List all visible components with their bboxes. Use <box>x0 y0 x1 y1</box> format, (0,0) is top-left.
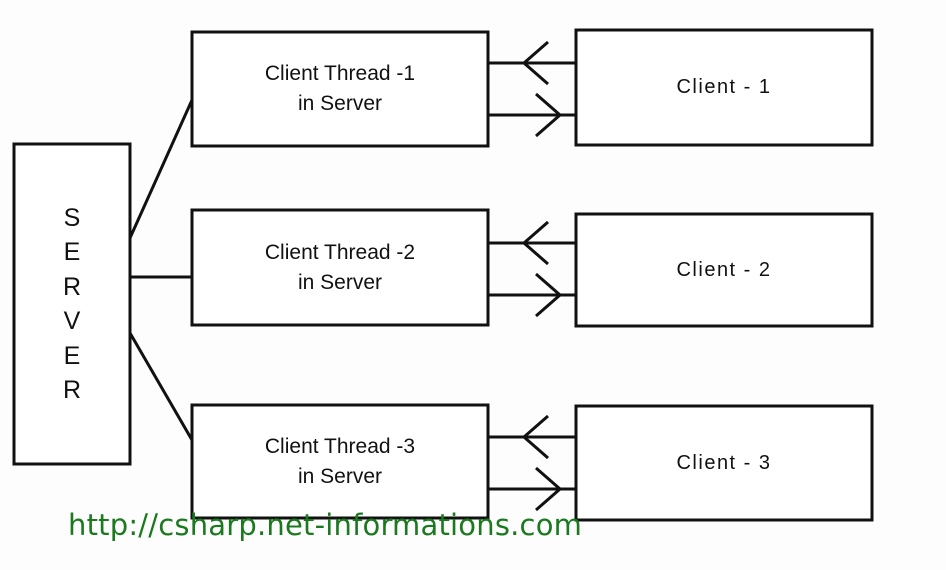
arrow-right-icon-2 <box>535 272 563 318</box>
client-box-3 <box>574 404 874 522</box>
server-box <box>12 142 132 466</box>
client-box-1 <box>574 28 874 147</box>
arrow-left-icon-1 <box>521 40 549 86</box>
client-box-2 <box>574 212 874 328</box>
server-letter-5: E <box>63 341 81 370</box>
arrow-right-icon-3 <box>535 466 563 512</box>
arrow-right-icon-1 <box>535 92 563 138</box>
client-thread-box-1 <box>190 30 490 148</box>
arrow-left-icon-2 <box>521 220 549 266</box>
server-letter-4: V <box>63 307 81 335</box>
arrow-left-icon-3 <box>521 414 549 460</box>
connector-server-thread-3 <box>128 332 194 441</box>
watermark-url: http://csharp.net-informations.com <box>68 508 583 542</box>
client-thread-box-2 <box>190 208 490 327</box>
server-box-label: S E R V E R <box>14 144 130 464</box>
server-letter-6: R <box>62 376 82 404</box>
server-letter-3: R <box>62 272 82 301</box>
connector-server-thread-1 <box>128 99 194 239</box>
server-letter-1: S <box>63 203 81 232</box>
client-thread-box-3 <box>190 403 490 520</box>
server-letter-2: E <box>63 238 81 266</box>
